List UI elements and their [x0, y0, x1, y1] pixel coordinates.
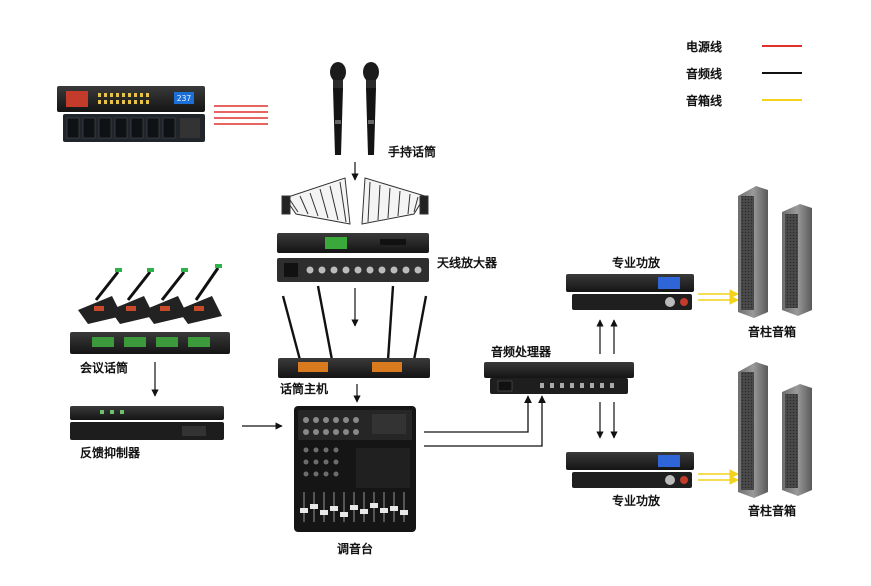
label-audio-processor: 音频处理器: [491, 345, 552, 359]
label-column-speaker-top: 音柱音箱: [748, 325, 797, 339]
label-handheld-mic: 手持话筒: [388, 145, 437, 159]
speaker-cables: [698, 289, 739, 485]
label-mixer: 调音台: [337, 542, 374, 556]
label-amp-top: 专业功放: [612, 256, 661, 270]
legend-speaker-line: [762, 99, 802, 101]
audio-processor: [484, 362, 634, 394]
feedback-suppressor: [70, 406, 224, 440]
power-amp-top: [566, 274, 694, 310]
sequencer-display-value: 237: [177, 94, 192, 103]
antenna-amplifier: [277, 233, 429, 282]
label-amp-bottom: 专业功放: [612, 494, 661, 508]
mic-host-receiver: [278, 285, 430, 378]
power-sequencer: 237: [57, 86, 205, 142]
legend-power-label: 电源线: [686, 40, 723, 54]
label-conference-mic: 会议话筒: [80, 361, 129, 375]
mixing-console: [294, 406, 416, 532]
legend-speaker-label: 音箱线: [686, 94, 723, 108]
mixer-to-processor-lines: [424, 395, 546, 447]
handheld-mics: [330, 62, 379, 155]
label-mic-host: 话筒主机: [280, 382, 329, 396]
label-antenna-amp: 天线放大器: [437, 256, 498, 270]
column-speakers-bottom: [738, 362, 812, 498]
legend-audio-line: [762, 72, 802, 74]
label-feedback-suppressor: 反馈抑制器: [80, 446, 141, 460]
label-column-speaker-bottom: 音柱音箱: [748, 504, 797, 518]
processor-to-amp-arrows: [596, 319, 618, 439]
power-amp-bottom: [566, 452, 694, 488]
legend-power-line: [762, 45, 802, 47]
legend-audio-label: 音频线: [686, 67, 723, 81]
directional-antennas: [281, 177, 429, 225]
column-speakers-top: [738, 186, 812, 318]
power-cable-lines: [214, 105, 268, 125]
conference-mics: [70, 264, 230, 354]
